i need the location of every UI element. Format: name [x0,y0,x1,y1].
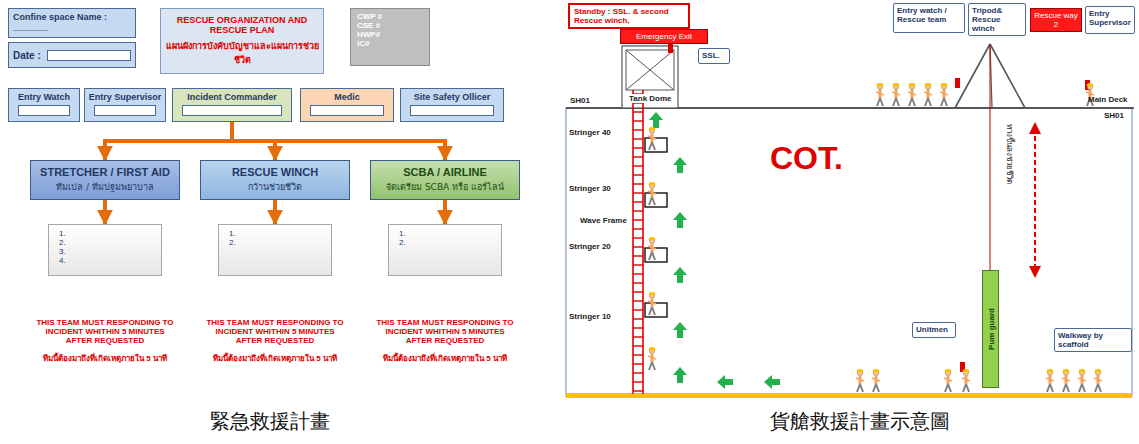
blank-field [94,105,156,116]
node-text: IC# [357,39,423,48]
node-text: Confine space Name : _______ [13,12,131,32]
callout-box: Entry watch / Rescue team [893,3,965,33]
part-label: Main Deck [1088,95,1128,104]
node-text: Medic [304,92,390,102]
node-text: แผนผังการบังคับบัญชาและแผนการช่วยชีวิต [165,39,319,67]
node-text: Walkway by scaffold [1058,331,1128,349]
node-text: 2. [229,238,321,247]
callout-box: Unitmen [912,322,956,338]
node-text: Entry Supervisor [88,92,162,102]
role-box: Medic [300,88,394,122]
part-label: COT. [770,140,843,177]
part-label: SH01 [570,96,590,105]
node-text: Entry Supervisor [1089,9,1131,27]
blank-field [47,50,131,61]
role-box: Site Safety Ollicer [400,88,504,122]
role-box: Incident Commander [172,88,292,122]
node-text: RESCUE WINCH [205,166,345,178]
node-text: Site Safety Ollicer [404,92,500,102]
caption-text: 貨艙救援計畫示意圖 [620,408,1100,435]
note-text: ทีมนี้ต้องมาถึงที่เกิดเหตุภายใน 5 นาที [375,352,515,365]
node-text: HWP# [357,30,423,39]
part-label: SH01 [1104,111,1124,120]
flow-arrow [103,200,107,224]
date-box: Date : [8,42,136,68]
callout-box: Walkway by scaffold [1054,328,1132,352]
node-text: SSL. [702,51,726,60]
callout-box: Tripod& Rescue winch [968,3,1026,36]
part-label: Wave Frame [580,216,627,225]
node-text: 2. [59,238,151,247]
exit-box: Emergency Exit [620,29,708,44]
node-text: 1. [399,229,491,238]
standby-box: Standby : SSL. & second Rescue winch, [568,3,690,29]
node-text: Incident Commander [176,92,288,102]
note-text: ทีมนี้ต้องมาถึงที่เกิดเหตุภายใน 5 นาที [35,352,175,365]
rescue-way-box: Rescue way 2 [1030,8,1082,32]
node-text: Standby : SSL. & second Rescue winch, [574,7,684,25]
role-box: Entry Supervisor [84,88,166,122]
node-text: Unitmen [916,325,952,334]
list-box: 1.2. [388,224,502,276]
node-text: Tripod& Rescue winch [972,6,1022,33]
node-text: Emergency Exit [624,32,704,41]
part-label: ทางขึ้นลงช่วยชีวิต [1003,124,1016,184]
pump-guard: Pum guard [982,270,999,388]
node-text: Pum guard [986,308,995,350]
node-text: Entry watch / Rescue team [897,6,961,24]
part-label: Stringer 10 [569,312,611,321]
team-box: SCBA / AIRLINE จัดเตรียม SCBA หรือ แอร์ไล… [370,160,520,200]
node-text: 4. [59,256,151,265]
team-box: RESCUE WINCH กว้านช่วยชีวิต [200,160,350,200]
node-text: Date : [13,50,41,61]
blank-field [410,105,494,116]
node-text: 3. [59,247,151,256]
note-text: ทีมนี้ต้องมาถึงที่เกิดเหตุภายใน 5 นาที [205,352,345,365]
blank-field [18,105,70,116]
title-box: RESCUE ORGANIZATION AND RESCUE PLAN แผนผั… [160,8,324,74]
list-box: 1.2. [218,224,332,276]
node-text: STRETCHER / FIRST AID [35,166,175,178]
role-box: Entry Watch [8,88,80,122]
team-box: STRETCHER / FIRST AID ทีมเปล / ทีมปฐมพยาบ… [30,160,180,200]
node-text: SCBA / AIRLINE [375,166,515,178]
part-label: Stringer 20 [569,242,611,251]
blank-field [182,105,282,116]
part-label: Stringer 30 [569,184,611,193]
note-text: THIS TEAM MUST RESPONDING TO INCIDENT WH… [35,318,175,345]
callout-box: Entry Supervisor [1085,6,1135,34]
space-name-box: Confine space Name : _______ [8,8,136,38]
flow-arrow [273,200,277,224]
caption-text: 緊急救援計畫 [20,408,520,435]
part-label: Tank Dome [628,94,673,103]
note-text: THIS TEAM MUST RESPONDING TO INCIDENT WH… [205,318,345,345]
node-text: จัดเตรียม SCBA หรือ แอร์ไลน์ [375,180,515,194]
node-text: Entry Watch [12,92,76,102]
list-box: 1.2.3.4. [48,224,162,276]
node-text: RESCUE ORGANIZATION AND RESCUE PLAN [165,15,319,35]
part-label: Stringer 40 [569,128,611,137]
callout-box: SSL. [698,48,730,64]
permit-box: CWP #CSE #HWP#IC# [350,8,430,66]
node-text: 2. [399,238,491,247]
flow-arrow [443,200,447,224]
node-text: 1. [59,229,151,238]
flow-arrow [232,122,445,160]
flow-arrow [105,122,232,160]
note-text: THIS TEAM MUST RESPONDING TO INCIDENT WH… [375,318,515,345]
node-text: CSE # [357,21,423,30]
node-text: 1. [229,229,321,238]
node-text: CWP # [357,12,423,21]
node-text: Rescue way 2 [1034,11,1078,29]
node-text: ทีมเปล / ทีมปฐมพยาบาล [35,180,175,194]
blank-field [310,105,384,116]
node-text: กว้านช่วยชีวิต [205,180,345,194]
